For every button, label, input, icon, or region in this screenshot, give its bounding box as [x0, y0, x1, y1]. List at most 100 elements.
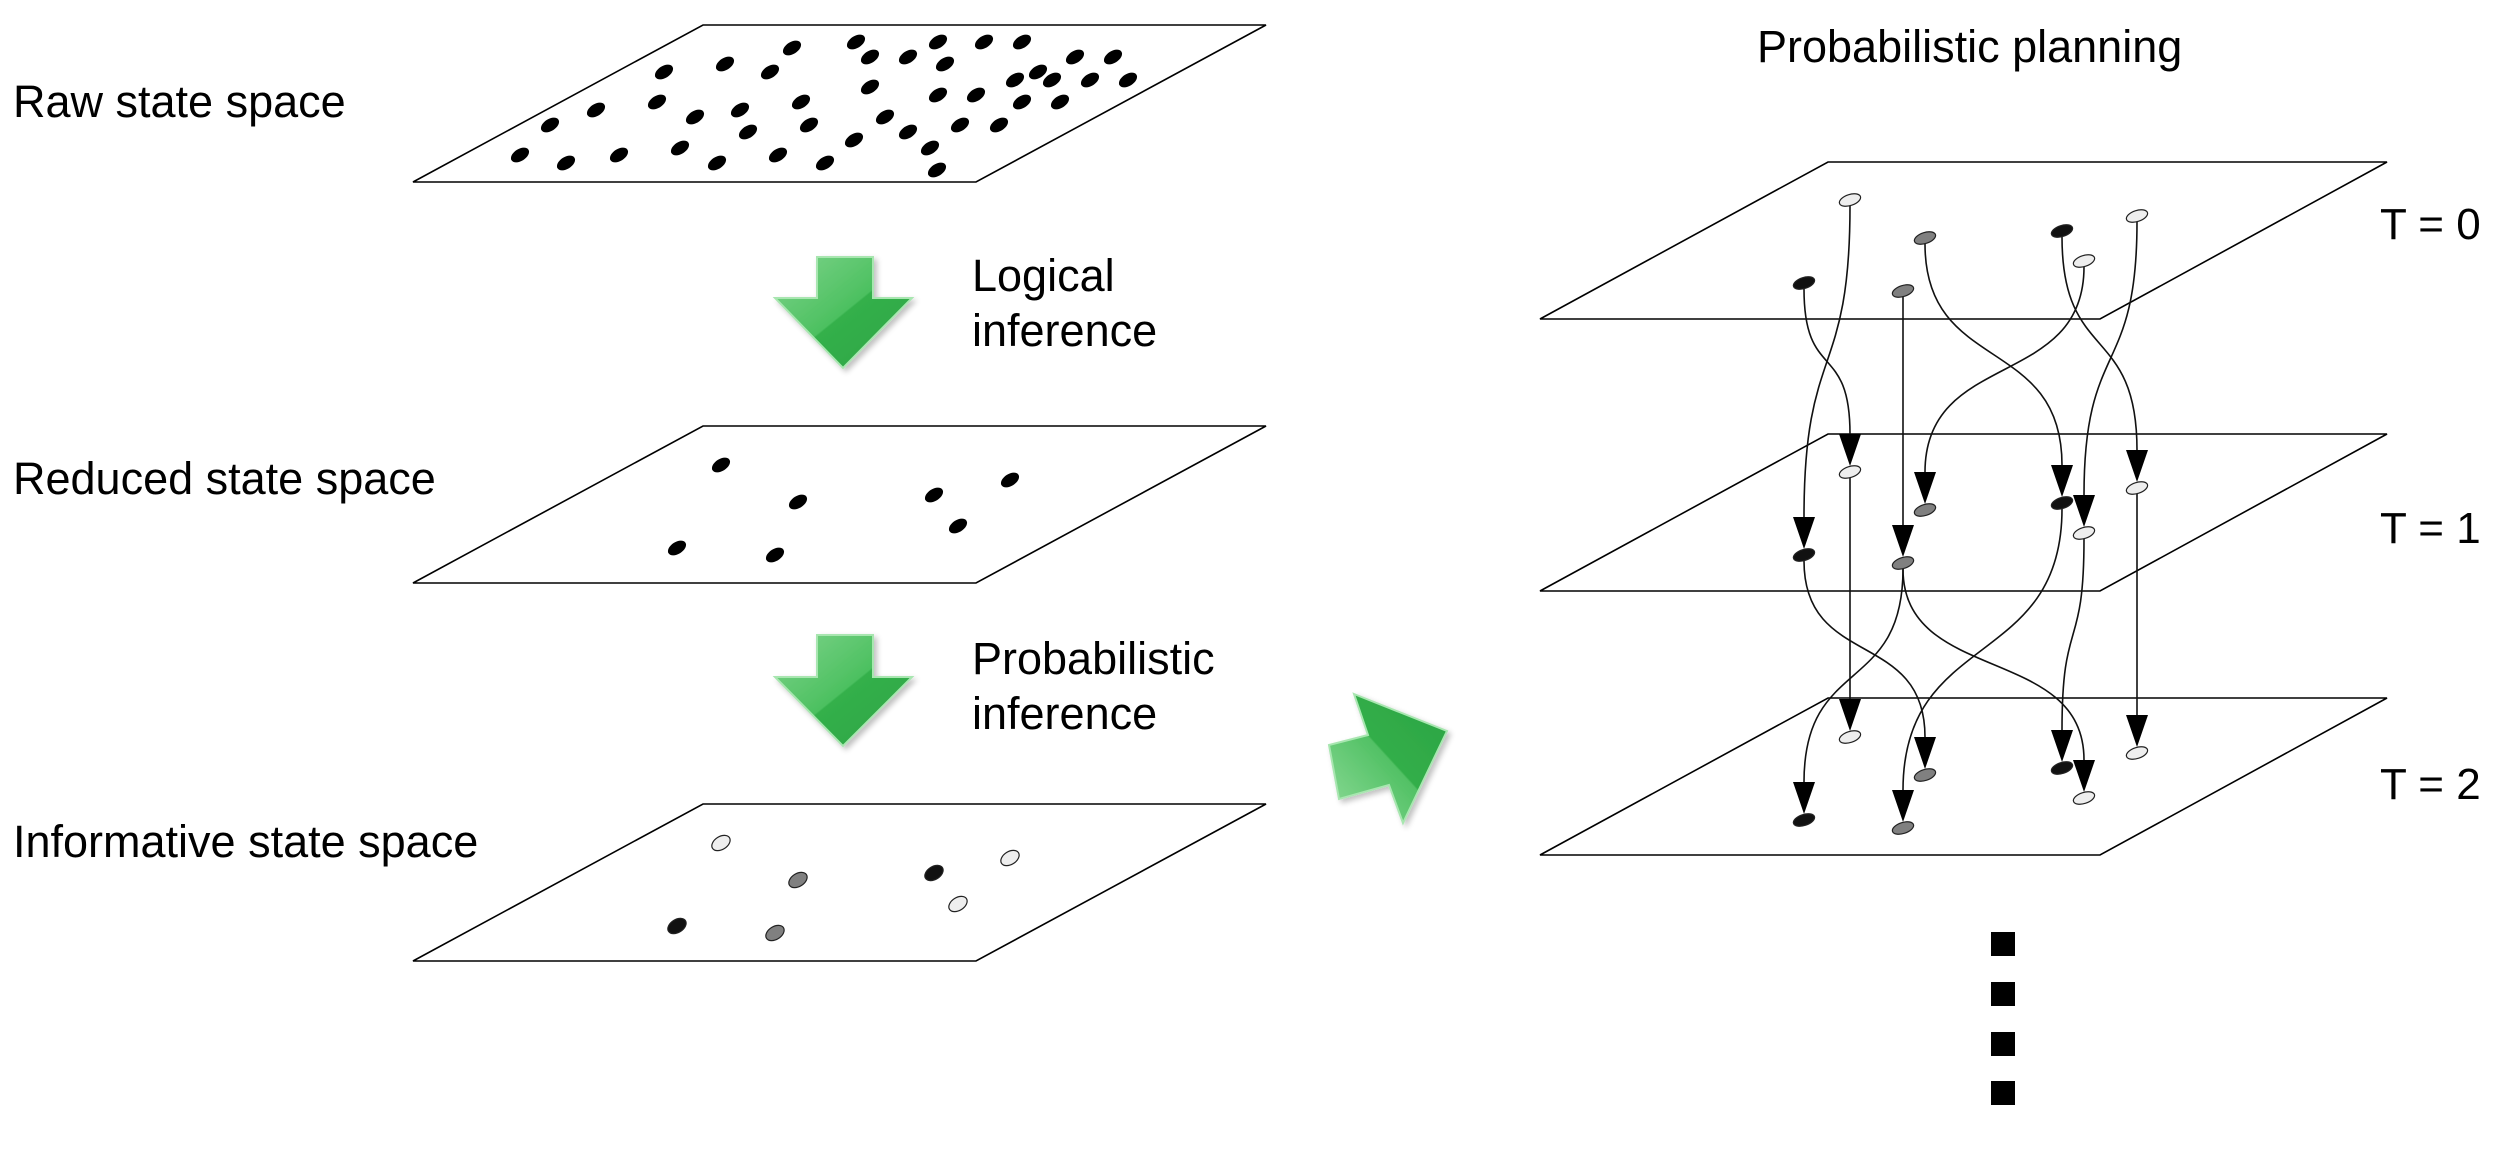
transition-edge	[1793, 205, 1851, 549]
planning-title: Probabilistic planning	[1757, 21, 2183, 72]
informative-state-dot-black	[667, 917, 687, 935]
informative-state-dot-white	[711, 834, 731, 852]
raw-state-dot	[791, 94, 811, 110]
state-dot-t2-black	[2050, 761, 2074, 775]
transition-edge	[1839, 477, 1861, 731]
transition-edge	[1793, 568, 1904, 814]
arrowhead-icon	[1839, 434, 1861, 466]
layer-label-raw: Raw state space	[13, 76, 346, 127]
layer-label-informative: Informative state space	[13, 816, 479, 867]
arrowhead-icon	[1793, 517, 1815, 549]
ellipsis-square	[1991, 1081, 2015, 1105]
raw-state-dot	[920, 140, 940, 156]
raw-state-dot	[860, 49, 880, 65]
raw-state-dot	[782, 40, 802, 56]
raw-state-dot	[950, 117, 970, 133]
arrowhead-icon	[2051, 730, 2073, 762]
informative-state-dot-white	[948, 895, 968, 913]
raw-state-dot	[1012, 34, 1032, 50]
ellipsis-square	[1991, 932, 2015, 956]
arrowhead-icon	[1839, 699, 1861, 731]
step-label-probabilistic-inference: Probabilistic inference	[972, 636, 1215, 736]
left-panel-arrows	[772, 256, 1449, 826]
vertical-ellipsis-squares-icon	[1991, 932, 2015, 1105]
edge-curve	[1902, 508, 2063, 791]
raw-state-dot	[1028, 64, 1048, 80]
raw-state-dot	[685, 109, 705, 125]
right-panel-planes	[1539, 161, 2388, 856]
ellipsis-square	[1991, 982, 2015, 1006]
raw-state-dot	[1012, 94, 1032, 110]
transition-edge	[2051, 538, 2085, 762]
raw-state-dot	[927, 162, 947, 178]
raw-state-dot	[898, 124, 918, 140]
raw-state-dot	[844, 132, 864, 148]
reduced-state-dot	[1000, 472, 1020, 488]
step-label-line2: inference	[972, 688, 1158, 739]
state-dots	[1792, 193, 2149, 835]
raw-state-dot	[928, 87, 948, 103]
raw-state-dot	[974, 34, 994, 50]
time-step-label-t0: T = 0	[2380, 200, 2481, 249]
state-dot-t1-gray	[1891, 556, 1915, 570]
raw-state-dot	[1050, 94, 1070, 110]
edge-curve	[1803, 560, 1926, 738]
raw-state-dot	[1005, 72, 1025, 88]
state-dot-t1-white	[2125, 481, 2149, 495]
state-dot-t0-white	[2072, 254, 2096, 268]
informative-state-dot-white	[1000, 849, 1020, 867]
arrowhead-icon	[2051, 465, 2073, 497]
raw-state-dot	[715, 56, 735, 72]
raw-state-dot	[707, 155, 727, 171]
arrowhead-icon	[1892, 525, 1914, 557]
green-down-arrow-icon	[772, 634, 915, 748]
transition-edge	[2073, 221, 2138, 527]
raw-state-dot	[609, 147, 629, 163]
edge-curve	[1902, 568, 2085, 761]
green-diagonal-arrow-icon	[1327, 692, 1449, 826]
state-dot-t0-white	[2125, 209, 2149, 223]
layer-label-reduced: Reduced state space	[13, 453, 436, 504]
edge-curve	[1803, 205, 1851, 518]
state-dot-t0-black	[2050, 224, 2074, 238]
raw-state-dot	[799, 117, 819, 133]
informative-state-dot-gray	[788, 871, 808, 889]
edge-curve	[1924, 266, 2085, 473]
step-label-line1: Probabilistic	[972, 633, 1215, 684]
state-dot-t1-black	[1792, 548, 1816, 562]
state-dot-t1-black	[2050, 496, 2074, 510]
edge-curve	[2061, 538, 2085, 731]
arrowhead-icon	[1892, 790, 1914, 822]
reduced-state-dot	[667, 540, 687, 556]
step-label-line1: Logical	[972, 250, 1115, 301]
state-dot-t0-gray	[1913, 231, 1937, 245]
raw-state-dot	[1065, 49, 1085, 65]
green-down-arrow-icon	[772, 256, 915, 370]
state-dot-t2-white	[1838, 730, 1862, 744]
time-step-label-t2: T = 2	[2380, 760, 2481, 809]
arrowhead-icon	[1793, 782, 1815, 814]
transition-edge	[1892, 297, 1914, 557]
raw-state-dot	[846, 34, 866, 50]
state-dot-t0-gray	[1891, 284, 1915, 298]
state-dot-t2-white	[2125, 746, 2149, 760]
reduced-state-dot	[948, 518, 968, 534]
arrowhead-icon	[1914, 472, 1936, 504]
arrowhead-icon	[1914, 737, 1936, 769]
raw-state-dot	[647, 94, 667, 110]
raw-state-dot	[875, 109, 895, 125]
plane-raw	[412, 24, 1267, 183]
plane-informative	[412, 803, 1267, 962]
edge-curve	[2061, 236, 2138, 451]
step-label-line2: inference	[972, 305, 1158, 356]
raw-state-dot	[738, 124, 758, 140]
arrowhead-icon	[2073, 760, 2095, 792]
raw-state-dot	[966, 87, 986, 103]
raw-state-dot	[928, 34, 948, 50]
time-step-label-t1: T = 1	[2380, 504, 2481, 553]
plane-t1	[1539, 433, 2388, 592]
state-dot-t0-black	[1792, 276, 1816, 290]
transition-edge	[2126, 494, 2148, 747]
informative-state-dot-gray	[765, 924, 785, 942]
